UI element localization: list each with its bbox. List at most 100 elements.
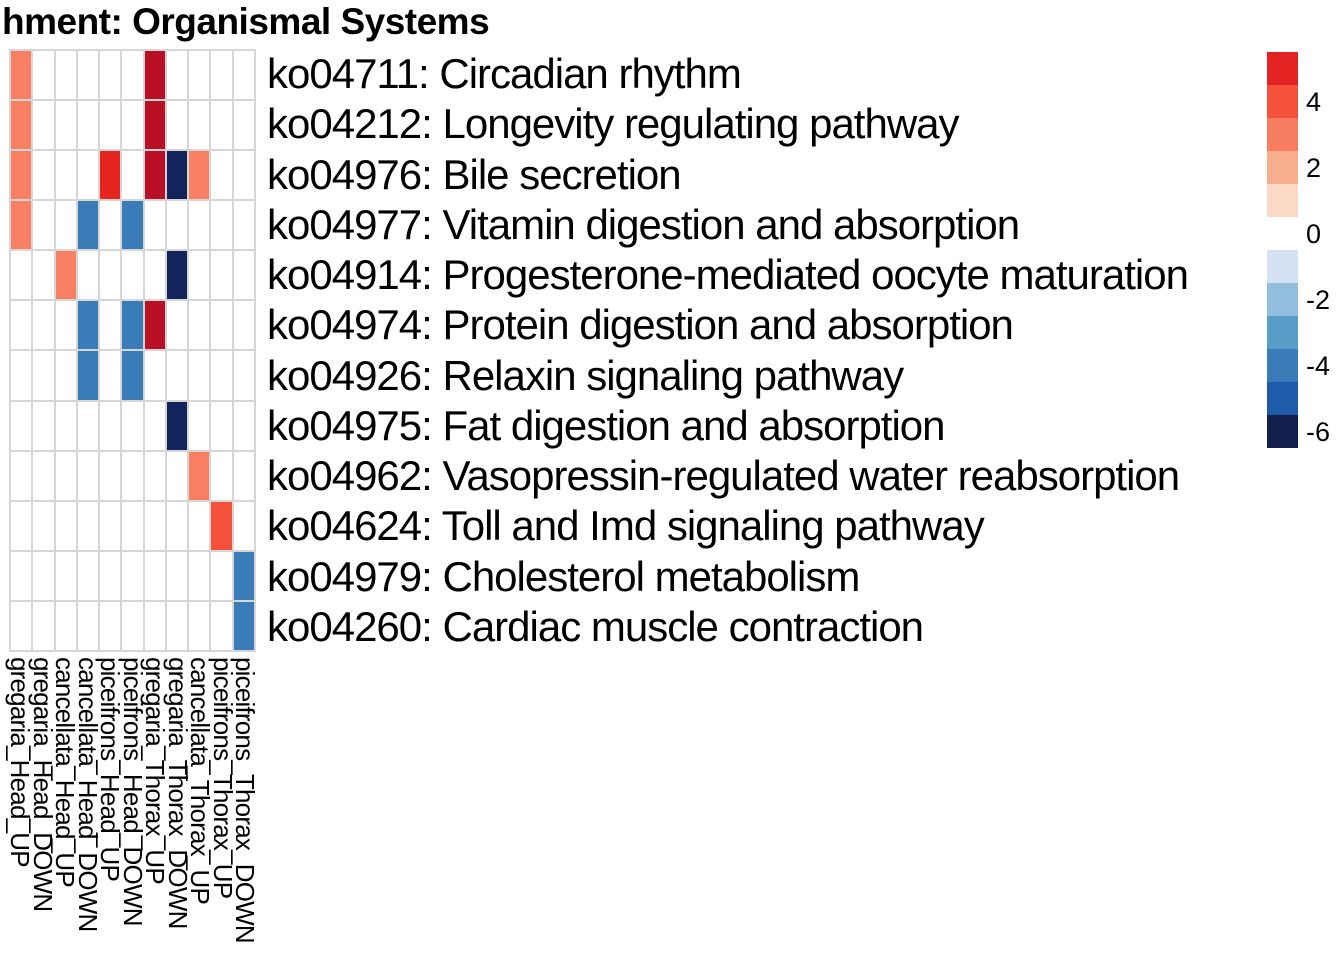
- heatmap-cell: [77, 451, 99, 500]
- heatmap-cell: [33, 551, 54, 600]
- colorbar-tick-label: 2: [1306, 152, 1322, 183]
- heatmap-cell: [211, 351, 232, 400]
- heatmap-cell: [166, 101, 188, 150]
- heatmap-cell: [33, 351, 54, 400]
- heatmap-cell: [122, 551, 143, 600]
- row-label: ko04979: Cholesterol metabolism: [267, 552, 860, 600]
- row-label: ko04977: Vitamin digestion and absorptio…: [267, 200, 1020, 248]
- colorbar-legend: [1267, 52, 1298, 448]
- heatmap-cell-filled: [122, 301, 143, 350]
- heatmap-cell: [166, 451, 188, 500]
- heatmap-cell: [233, 451, 254, 500]
- heatmap-cell: [122, 601, 143, 650]
- heatmap-cell: [33, 251, 54, 300]
- row-label: ko04212: Longevity regulating pathway: [267, 100, 960, 148]
- heatmap-cell: [55, 351, 76, 400]
- heatmap-cell-filled: [144, 51, 165, 100]
- row-label: ko04976: Bile secretion: [267, 150, 682, 198]
- heatmap-cell: [100, 201, 121, 250]
- heatmap-cell: [233, 251, 254, 300]
- heatmap-cell: [189, 51, 210, 100]
- heatmap-cell-filled: [189, 151, 210, 200]
- colorbar-tick-label: -4: [1306, 350, 1331, 381]
- heatmap-cell: [189, 601, 210, 650]
- heatmap-cell: [122, 401, 143, 450]
- heatmap-cell: [100, 601, 121, 650]
- heatmap-cell: [11, 401, 32, 450]
- heatmap-cell: [144, 551, 165, 600]
- heatmap-cell-filled: [144, 301, 165, 350]
- colorbar-segment: [1267, 349, 1298, 382]
- heatmap-cell: [100, 451, 121, 500]
- heatmap-cell: [122, 101, 143, 150]
- heatmap-cell: [11, 301, 32, 350]
- heatmap-cell: [100, 251, 121, 300]
- heatmap-cell: [33, 151, 54, 200]
- heatmap-cell: [55, 401, 76, 450]
- chart-title: hment: Organismal Systems: [2, 1, 490, 42]
- heatmap-cell-filled: [55, 251, 76, 300]
- heatmap-cell: [233, 301, 254, 350]
- colorbar-segment: [1267, 151, 1298, 184]
- heatmap-cell: [77, 551, 99, 600]
- heatmap-cell: [77, 151, 99, 200]
- colorbar-segment: [1267, 250, 1298, 283]
- heatmap-cell: [233, 51, 254, 100]
- heatmap-cell: [211, 551, 232, 600]
- heatmap-cell: [211, 51, 232, 100]
- heatmap-cell: [144, 451, 165, 500]
- heatmap-cell: [211, 251, 232, 300]
- row-label: ko04914: Progesterone-mediated oocyte ma…: [267, 251, 1189, 299]
- heatmap-cell: [33, 451, 54, 500]
- heatmap-cell: [144, 501, 165, 550]
- heatmap-cell: [189, 101, 210, 150]
- colorbar-tick-label: 4: [1306, 86, 1322, 117]
- colorbar-tick-label: -2: [1306, 284, 1331, 315]
- heatmap-cell-filled: [233, 601, 254, 650]
- colorbar-segment: [1267, 316, 1298, 349]
- heatmap-cell: [189, 201, 210, 250]
- heatmap-cell: [55, 601, 76, 650]
- row-label: ko04260: Cardiac muscle contraction: [267, 602, 924, 650]
- heatmap-cell-filled: [122, 201, 143, 250]
- colorbar-segment: [1267, 52, 1298, 85]
- heatmap-cell: [33, 201, 54, 250]
- heatmap-cell: [100, 351, 121, 400]
- heatmap-cell: [55, 51, 76, 100]
- heatmap-cell-filled: [166, 251, 188, 300]
- row-label: ko04975: Fat digestion and absorption: [267, 401, 946, 449]
- heatmap-cell: [100, 501, 121, 550]
- heatmap-cell: [11, 251, 32, 300]
- heatmap-cell: [100, 301, 121, 350]
- colorbar-tick-label: 0: [1306, 218, 1322, 249]
- heatmap-cell: [122, 501, 143, 550]
- heatmap-cell: [211, 451, 232, 500]
- heatmap-cell: [211, 101, 232, 150]
- heatmap-cell: [11, 501, 32, 550]
- heatmap-cell: [55, 301, 76, 350]
- heatmap-cell: [122, 451, 143, 500]
- heatmap-cell: [55, 451, 76, 500]
- heatmap-cell: [233, 501, 254, 550]
- heatmap-cell: [166, 501, 188, 550]
- heatmap-cell: [144, 401, 165, 450]
- heatmap-cell: [11, 451, 32, 500]
- heatmap-cell: [211, 601, 232, 650]
- heatmap-cell-filled: [11, 51, 32, 100]
- row-label: ko04962: Vasopressin-regulated water rea…: [267, 452, 1180, 500]
- colorbar-segment: [1267, 283, 1298, 316]
- heatmap-cell: [122, 251, 143, 300]
- heatmap-cell: [55, 551, 76, 600]
- heatmap-cell-filled: [11, 201, 32, 250]
- heatmap-cell-filled: [77, 301, 99, 350]
- heatmap-cell: [189, 551, 210, 600]
- heatmap-cell: [33, 101, 54, 150]
- row-label: ko04974: Protein digestion and absorptio…: [267, 301, 1014, 349]
- heatmap-cell: [100, 51, 121, 100]
- heatmap-cell: [189, 351, 210, 400]
- colorbar-segment: [1267, 85, 1298, 118]
- heatmap-cell: [33, 501, 54, 550]
- heatmap-cell: [144, 251, 165, 300]
- heatmap-cell: [33, 51, 54, 100]
- heatmap-cell: [233, 151, 254, 200]
